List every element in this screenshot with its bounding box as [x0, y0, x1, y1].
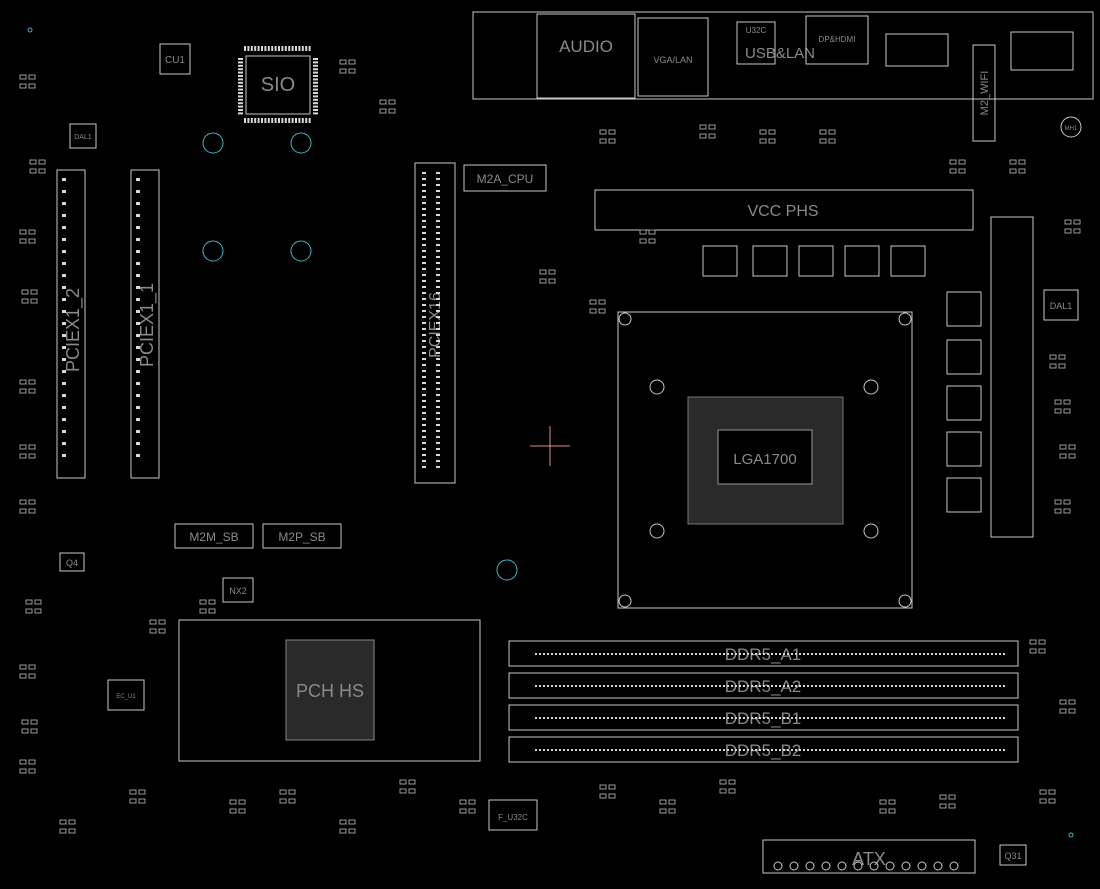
- cu1-chip: [159, 43, 191, 75]
- lga1700-label: LGA1700: [733, 451, 796, 468]
- usb-stack-1: [885, 33, 949, 67]
- sio-chip: [245, 55, 311, 115]
- dal1-label: DAL1: [1050, 301, 1073, 311]
- mh-top-right: [1060, 116, 1082, 138]
- pch-area: NX2 PCH HS: [178, 577, 481, 762]
- mh-label: MH1: [1065, 126, 1078, 132]
- ec-label: EC_U1: [116, 694, 136, 700]
- ddr5-slots: DDR5_A1 DDR5_A2 DDR5_B1 DDR5_B2: [508, 640, 1019, 763]
- component-pads: [19, 46, 1081, 871]
- pciex1-slots: PCIEX1_2 PCIEX1_1: [56, 169, 160, 479]
- pciex1-1-label: PCIEX1_1: [137, 283, 158, 367]
- pciex1-2-slot: [56, 169, 86, 479]
- ddr5-b2-slot: [508, 736, 1019, 763]
- ddr5-a2-slot: [508, 672, 1019, 699]
- vga-lan-label: VGA/LAN: [653, 55, 692, 65]
- dal-small: [69, 123, 97, 149]
- dal-small-label: DAL1: [74, 134, 92, 141]
- misc-parts: Q31 Q4 EC_U1 MH1: [59, 116, 1082, 866]
- vrm-area: VCC PHS DAL1: [594, 189, 1079, 538]
- q4-label: Q4: [66, 558, 78, 568]
- pciex1-1-slot: [130, 169, 160, 479]
- cu1-label: CU1: [165, 55, 185, 66]
- audio-label: AUDIO: [559, 37, 613, 56]
- usb-stack-2: [1010, 31, 1074, 71]
- u32c-connector: [736, 21, 776, 65]
- m2p-sb-slot: [262, 523, 342, 549]
- dal1-chip: [1043, 289, 1079, 321]
- super-io-area: CU1 SIO DAL1: [69, 43, 311, 149]
- vcc-phase-label: VCC PHS: [747, 203, 818, 220]
- u32c-label: U32C: [746, 26, 767, 35]
- pciex16-label: PCIEX16: [427, 292, 444, 358]
- m2-wifi-slot: [972, 44, 996, 142]
- nx2-chip: [222, 577, 254, 603]
- ddr5-b1-slot: [508, 704, 1019, 731]
- pch-label: PCH HS: [296, 681, 364, 701]
- m2m-sb-slot: [174, 523, 254, 549]
- usb-lan-label: USB&LAN: [745, 45, 815, 62]
- m2p-sb-label: M2P_SB: [278, 530, 325, 544]
- q31-part: [999, 844, 1027, 866]
- q4-part: [59, 552, 85, 572]
- atx-label: ATX: [852, 849, 886, 869]
- dp-hdmi-connector: [805, 15, 869, 65]
- nx2-label: NX2: [229, 586, 247, 596]
- atx-connector: ATX: [762, 839, 976, 874]
- origin-crosshair: [530, 426, 570, 466]
- m2-wifi-label: M2_WIFI: [979, 71, 991, 116]
- vga-lan-connector: [637, 17, 709, 97]
- m2m-sb-label: M2M_SB: [189, 530, 238, 544]
- m2-sb-slots: M2M_SB M2P_SB: [174, 523, 342, 549]
- sio-label: SIO: [261, 74, 295, 96]
- ec-chip: [107, 679, 145, 711]
- dp-hdmi-label: DP&HDMI: [819, 35, 856, 44]
- q31-label: Q31: [1004, 851, 1021, 861]
- front-usb32c-header: F_U32C: [488, 799, 538, 831]
- audio-connector: [536, 13, 636, 99]
- mounting-holes: [27, 27, 1074, 838]
- m2a-cpu-slot: M2A_CPU: [463, 164, 547, 192]
- pciex1-2-label: PCIEX1_2: [63, 288, 84, 372]
- f-u32c-label: F_U32C: [498, 813, 528, 822]
- rear-io-area: AUDIO VGA/LAN U32C USB&LAN DP&HDMI M2_WI…: [472, 11, 1094, 142]
- m2a-cpu-label: M2A_CPU: [477, 172, 534, 186]
- cpu-socket: LGA1700: [617, 311, 913, 609]
- ddr5-a1-slot: [508, 640, 1019, 667]
- pciex16-slot: PCIEX16: [414, 162, 456, 484]
